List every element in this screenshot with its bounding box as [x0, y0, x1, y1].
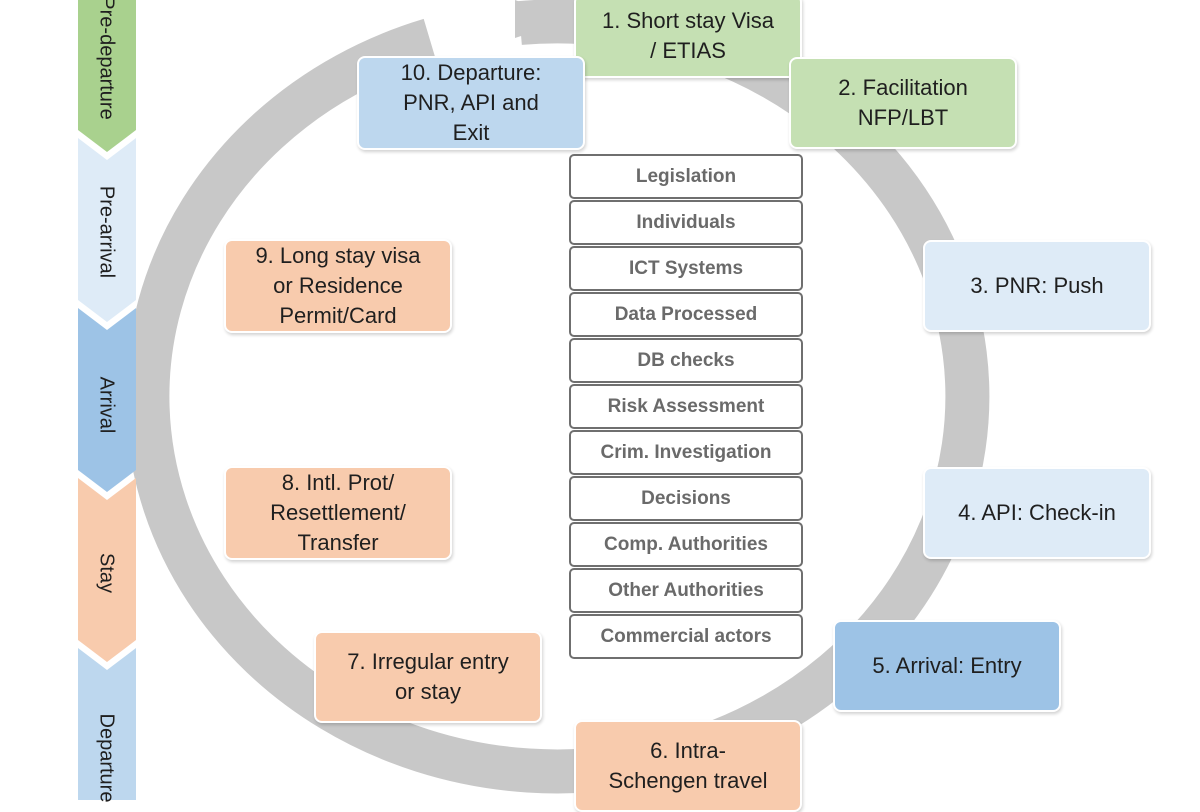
stack-item-commercial-actors: Commercial actors	[569, 614, 803, 659]
phase-label-departure: Departure	[95, 713, 118, 803]
step-6-intra-schengen-travel: 6. Intra-Schengen travel	[574, 720, 802, 812]
phase-label-pre-arrival: Pre-arrival	[95, 185, 118, 279]
phase-label-arrival: Arrival	[95, 376, 118, 434]
step-4-api-check-in: 4. API: Check-in	[923, 467, 1151, 559]
stack-item-ict-systems: ICT Systems	[569, 246, 803, 291]
stack-item-decisions: Decisions	[569, 476, 803, 521]
phase-chevron-pre-departure	[78, 0, 136, 152]
phase-bar	[78, 0, 136, 800]
phase-chevron-pre-arrival	[78, 138, 136, 322]
cycle-arrow-head	[515, 0, 570, 38]
stack-item-crim-investigation: Crim. Investigation	[569, 430, 803, 475]
phase-chevron-arrival	[78, 308, 136, 492]
phase-chevron-departure	[78, 648, 136, 800]
stack-item-legislation: Legislation	[569, 154, 803, 199]
stack-item-risk-assessment: Risk Assessment	[569, 384, 803, 429]
phase-label-pre-departure: Pre-departure	[95, 0, 118, 120]
phase-chevron-stay	[78, 478, 136, 662]
phase-label-stay: Stay	[95, 552, 118, 594]
step-8-intl-protection: 8. Intl. Prot/Resettlement/Transfer	[224, 466, 452, 560]
stack-item-data-processed: Data Processed	[569, 292, 803, 337]
step-1-short-stay-visa: 1. Short stay Visa/ ETIAS	[574, 0, 802, 78]
stack-item-comp-authorities: Comp. Authorities	[569, 522, 803, 567]
step-5-arrival-entry: 5. Arrival: Entry	[833, 620, 1061, 712]
step-3-pnr-push: 3. PNR: Push	[923, 240, 1151, 332]
stack-item-db-checks: DB checks	[569, 338, 803, 383]
stack-item-individuals: Individuals	[569, 200, 803, 245]
stack-item-other-authorities: Other Authorities	[569, 568, 803, 613]
